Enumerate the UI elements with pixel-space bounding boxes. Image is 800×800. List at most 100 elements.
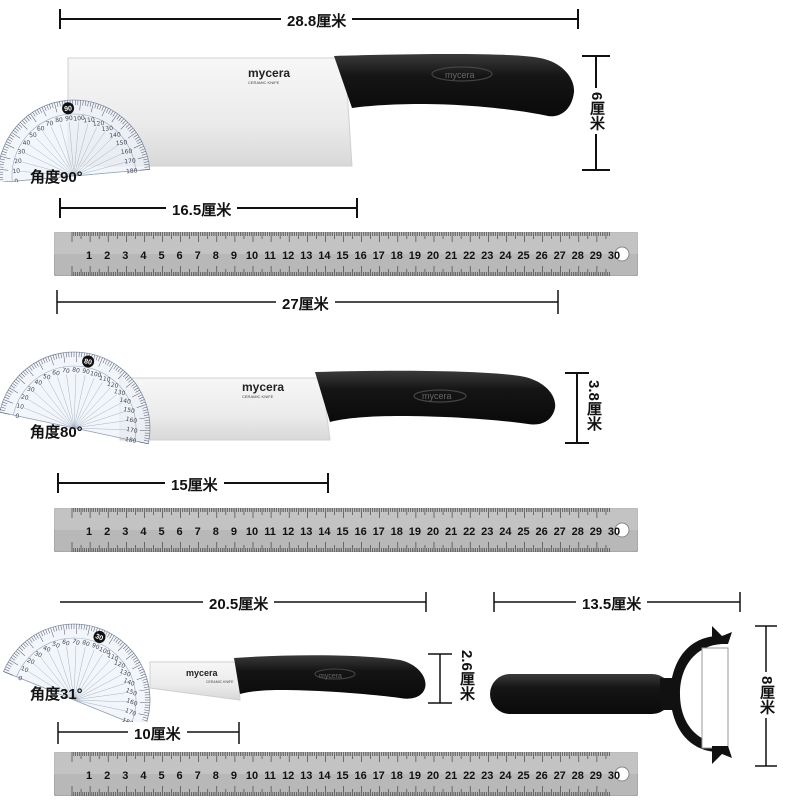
ruler-number: 17 <box>373 526 385 538</box>
protractor-number: 80 <box>81 639 91 648</box>
ruler-number: 20 <box>427 250 439 262</box>
ruler-number: 4 <box>140 770 147 782</box>
ruler-number: 3 <box>122 526 128 538</box>
protractor-number: 30 <box>26 385 35 393</box>
knife3-blade <box>149 661 241 701</box>
ruler-number: 7 <box>195 250 201 262</box>
knife2-width-label: 3.8厘米 <box>585 380 602 431</box>
svg-text:mycera: mycera <box>242 380 284 394</box>
ruler-number: 2 <box>104 770 110 782</box>
knife3 <box>149 655 426 701</box>
knife2-angle-label: 角度80° <box>30 424 83 441</box>
knife1-total-length-label: 28.8厘米 <box>281 10 353 31</box>
knife2 <box>119 370 556 441</box>
ruler-number: 11 <box>264 250 276 262</box>
ruler-number: 9 <box>231 250 237 262</box>
ruler-number: 18 <box>391 770 403 782</box>
ruler-number: 13 <box>300 250 312 262</box>
protractor-number: 170 <box>124 157 136 165</box>
protractor-number: 0 <box>15 413 20 421</box>
ruler-number: 14 <box>318 770 331 782</box>
protractor-number: 20 <box>26 657 36 666</box>
ruler-number: 21 <box>445 770 457 782</box>
ruler-number: 1 <box>86 770 92 782</box>
peeler-yoke <box>670 635 724 753</box>
protractor-number: 160 <box>125 697 138 708</box>
protractor-number: 30 <box>17 148 25 156</box>
protractor-number: 0 <box>17 675 23 683</box>
ruler-number: 2 <box>104 250 110 262</box>
ruler-number: 20 <box>427 526 439 538</box>
ruler-number: 13 <box>300 770 312 782</box>
ruler-number: 25 <box>517 770 529 782</box>
ruler-number: 25 <box>517 250 529 262</box>
ruler-number: 16 <box>354 526 366 538</box>
protractor-number: 110 <box>83 116 95 124</box>
ruler-number: 5 <box>158 526 164 538</box>
svg-text:mycera: mycera <box>445 70 475 80</box>
protractor-number: 60 <box>52 369 61 377</box>
ruler-number: 24 <box>499 250 512 262</box>
ruler-number: 23 <box>481 250 493 262</box>
ruler-number: 10 <box>246 250 258 262</box>
protractor-number: 150 <box>123 406 136 415</box>
ruler-number: 1 <box>86 250 92 262</box>
protractor-number: 100 <box>98 646 111 657</box>
protractor-number: 60 <box>37 125 45 133</box>
ruler-number: 12 <box>282 770 294 782</box>
protractor-number: 80 <box>55 117 63 125</box>
ruler-number: 27 <box>554 250 566 262</box>
svg-text:CERAMIC KNIFE: CERAMIC KNIFE <box>206 680 234 684</box>
ruler-number: 21 <box>445 250 457 262</box>
ruler-number: 30 <box>608 250 620 262</box>
knife3-blade-length-label: 10厘米 <box>128 723 187 744</box>
ruler-number: 14 <box>318 250 331 262</box>
protractor-number: 180 <box>121 717 134 722</box>
protractor-marker: 80 <box>83 358 92 366</box>
protractor-number: 50 <box>51 641 61 650</box>
ruler-number: 28 <box>572 526 584 538</box>
ruler-number: 22 <box>463 770 475 782</box>
protractor-number: 50 <box>29 132 37 140</box>
knife1-angle-label: 角度90° <box>30 169 83 186</box>
ruler-number: 19 <box>409 250 421 262</box>
ruler-number: 12 <box>282 526 294 538</box>
ruler-number: 7 <box>195 770 201 782</box>
knife1-handle <box>334 54 575 117</box>
ruler-number: 14 <box>318 526 331 538</box>
ruler-number: 3 <box>122 770 128 782</box>
ruler-number: 24 <box>499 770 512 782</box>
peeler <box>490 626 732 764</box>
protractor-number: 170 <box>124 707 137 718</box>
svg-text:mycera: mycera <box>319 673 342 680</box>
svg-text:mycera: mycera <box>186 668 219 678</box>
ruler-number: 13 <box>300 526 312 538</box>
ruler-number: 28 <box>572 770 584 782</box>
ruler-number: 22 <box>463 250 475 262</box>
ruler-number: 18 <box>391 526 403 538</box>
ruler-number: 8 <box>213 250 219 262</box>
ruler-number: 29 <box>590 770 602 782</box>
protractor-number: 90 <box>65 115 73 123</box>
ruler-number: 16 <box>354 770 366 782</box>
ruler-number: 21 <box>445 526 457 538</box>
protractor-number: 70 <box>61 367 70 375</box>
protractor-number: 30 <box>33 650 43 659</box>
peeler-blade <box>701 647 729 749</box>
protractor-number: 100 <box>89 370 102 379</box>
protractor-number: 40 <box>42 645 52 654</box>
protractor-number: 0 <box>14 178 19 182</box>
protractor-number: 60 <box>61 638 71 647</box>
protractor-number: 110 <box>106 652 119 663</box>
ruler-number: 8 <box>213 770 219 782</box>
knife2-total-length-label: 27厘米 <box>276 293 335 314</box>
ruler-number: 26 <box>535 250 547 262</box>
protractor-number: 90 <box>81 368 90 376</box>
ruler-number: 4 <box>140 250 147 262</box>
svg-text:CERAMIC KNIFE: CERAMIC KNIFE <box>248 80 280 85</box>
protractor-number: 70 <box>45 120 53 128</box>
